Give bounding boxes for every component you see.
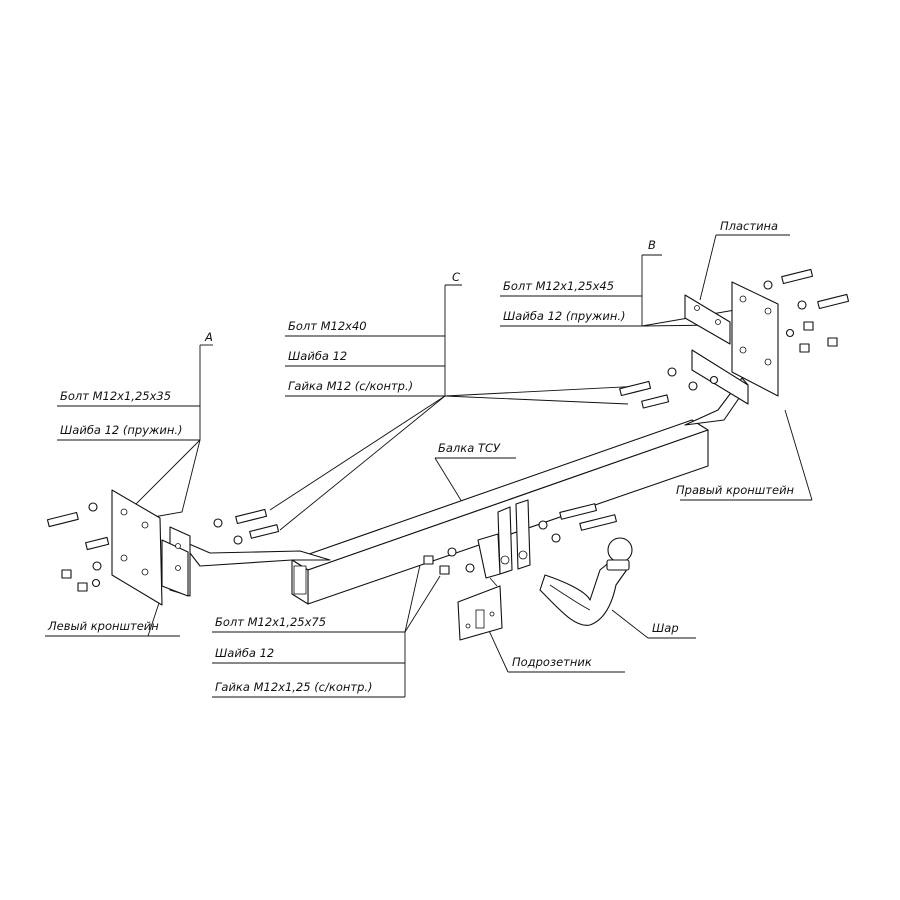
tow-ball xyxy=(539,537,633,626)
group-a-letter: A xyxy=(204,330,213,344)
socket-bracket-label: Подрозетник xyxy=(512,655,592,669)
left-bracket xyxy=(111,489,191,606)
plate-label: Пластина xyxy=(720,219,778,233)
bottom-bolt-label: Болт М12х1,25х75 xyxy=(215,615,326,629)
bottom-nut-label: Гайка М12х1,25 (с/контр.) xyxy=(215,680,373,694)
leader-lines xyxy=(45,234,813,698)
bottom-washer-label: Шайба 12 xyxy=(215,646,274,660)
socket-bracket xyxy=(457,577,503,641)
fasteners xyxy=(46,268,850,592)
group-c-washer-label: Шайба 12 xyxy=(288,349,347,363)
group-a-bolt-label: Болт М12х1,25х35 xyxy=(60,389,171,403)
right-bracket-label: Правый кронштейн xyxy=(676,483,795,497)
group-a-washer-label: Шайба 12 (пружин.) xyxy=(60,423,183,437)
group-b-letter: B xyxy=(648,238,656,252)
towbar-beam xyxy=(179,377,749,605)
group-b-washer-label: Шайба 12 (пружин.) xyxy=(503,309,626,323)
group-c-nut-label: Гайка М12 (с/контр.) xyxy=(288,379,413,393)
beam-label: Балка ТСУ xyxy=(438,441,501,455)
group-c-letter: С xyxy=(452,270,460,284)
ball-mount-ears xyxy=(477,499,531,579)
left-bracket-label: Левый кронштейн xyxy=(47,619,159,633)
reinforcement-plate xyxy=(684,294,731,345)
group-c-bolt-label: Болт М12х40 xyxy=(288,319,367,333)
group-b-bolt-label: Болт М12х1,25х45 xyxy=(503,279,614,293)
labels: A Болт М12х1,25х35 Шайба 12 (пружин.) С … xyxy=(47,219,795,694)
right-bracket xyxy=(691,281,779,405)
ball-label: Шар xyxy=(652,621,679,635)
